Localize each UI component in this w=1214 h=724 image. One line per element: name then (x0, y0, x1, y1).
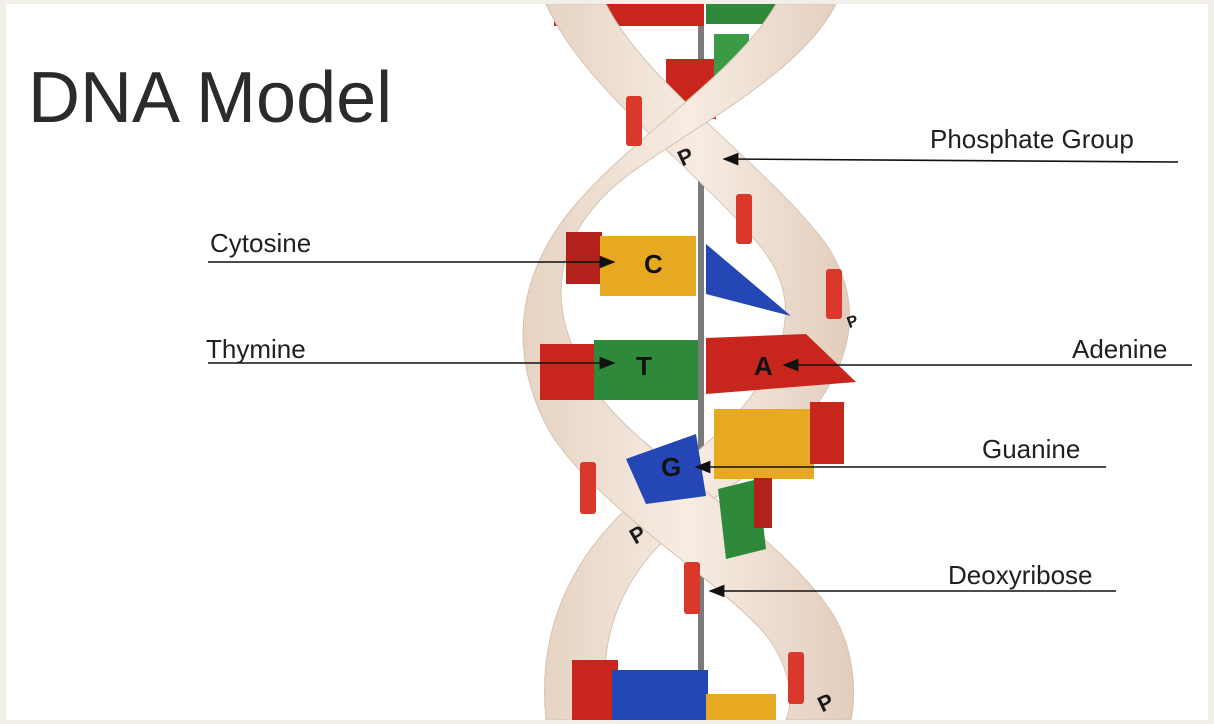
cytosine-block (600, 236, 696, 296)
cytosine-block-right (714, 409, 814, 479)
thymine-block-end (540, 344, 600, 400)
deoxyribose-mark-2 (736, 194, 752, 244)
label-adenine: Adenine (1072, 334, 1168, 364)
helix-axis-rod (698, 4, 704, 720)
bottom-base-red (572, 660, 618, 720)
label-cytosine: Cytosine (210, 228, 312, 258)
base-letter-g: G (661, 452, 681, 482)
deoxyribose-mark-6 (788, 652, 804, 704)
cytosine-block-right-end (810, 402, 844, 464)
label-guanine: Guanine (982, 434, 1081, 464)
bottom-base-yellow (706, 694, 776, 720)
deoxyribose-mark-3 (826, 269, 842, 319)
red-base-lower-end (754, 478, 772, 528)
cytosine-block-end (566, 232, 602, 284)
guanine-wedge (706, 244, 791, 316)
phosphate-leader-line (722, 152, 1179, 166)
dna-helix-diagram: P P P P C T A G (208, 4, 1192, 720)
base-letter-t: T (636, 351, 652, 381)
label-phosphate-group: Phosphate Group (930, 124, 1134, 154)
backbone-strand-front (522, 4, 854, 720)
deoxyribose-mark-5 (684, 562, 700, 614)
slide: P P P P C T A G DNA Model Phosphate Grou… (6, 4, 1208, 720)
slide-title: DNA Model (28, 58, 393, 138)
guanine-block (626, 434, 706, 504)
bottom-base-blue (612, 670, 708, 720)
thymine-block (594, 340, 698, 400)
adenine-block (706, 334, 856, 394)
deoxyribose-mark-1 (626, 96, 642, 146)
label-deoxyribose: Deoxyribose (948, 560, 1093, 590)
deoxyribose-mark-4 (580, 462, 596, 514)
base-letter-a: A (754, 351, 773, 381)
base-letter-c: C (644, 249, 663, 279)
label-thymine: Thymine (206, 334, 306, 364)
